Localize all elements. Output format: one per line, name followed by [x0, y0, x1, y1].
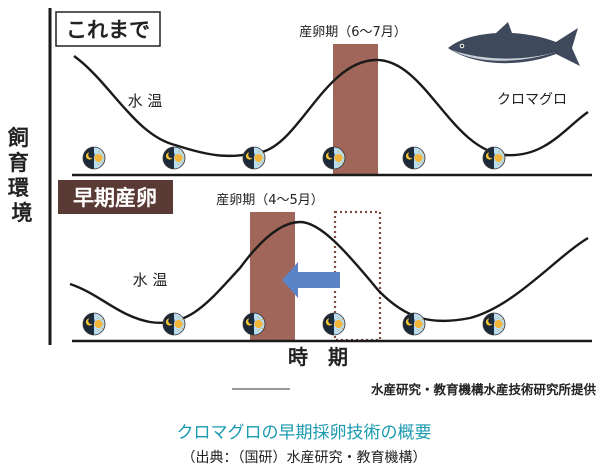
panel-label: 早期産卵 [73, 186, 157, 210]
spawning-period-label: 産卵期（4～5月） [216, 192, 324, 208]
water-temperature-curve [69, 220, 589, 325]
water-temperature-curve [73, 55, 589, 158]
moon-sun-icon [162, 146, 186, 170]
spawning-period-label: 産卵期（6～7月） [299, 24, 407, 40]
panel-early-spawning: 早期産卵 産卵期（4～5月） 水 温 [58, 180, 592, 343]
moon-sun-icon [482, 312, 506, 336]
tuna-label: クロマグロ [497, 92, 567, 108]
image-credit: 水産研究・教育機構水産技術研究所提供 [371, 382, 597, 397]
figure-caption-title: クロマグロの早期採卵技術の概要 [176, 423, 432, 443]
panel-label-box [55, 11, 161, 47]
spawning-diagram: 飼 育 環 境 これまで 産卵期（6～7月） 水 温 クロマグロ 早期産卵 [7, 8, 597, 397]
x-axis-label: 時 期 [288, 345, 348, 369]
panel-label-box [58, 180, 173, 214]
panel-conventional: これまで 産卵期（6～7月） 水 温 クロマグロ [55, 11, 592, 177]
panel-label: これまで [66, 18, 150, 42]
moon-sun-icon [82, 312, 106, 336]
moon-sun-icon [402, 312, 426, 336]
moon-sun-icon [82, 146, 106, 170]
moon-sun-icon [482, 146, 506, 170]
y-axis-label: 飼 育 環 境 [7, 126, 36, 225]
moon-sun-icon [322, 146, 346, 170]
water-temp-label: 水 温 [133, 271, 168, 289]
moon-sun-icon [242, 312, 266, 336]
moon-sun-icon [162, 312, 186, 336]
moon-sun-icon [402, 146, 426, 170]
tuna-icon [448, 22, 580, 66]
left-arrow-icon [282, 262, 340, 298]
water-temp-label: 水 温 [128, 92, 163, 110]
moon-sun-icon [242, 146, 266, 170]
figure-caption-source: （出典：（国研）水産研究・教育機構） [181, 450, 427, 466]
moon-sun-icon [322, 312, 346, 336]
